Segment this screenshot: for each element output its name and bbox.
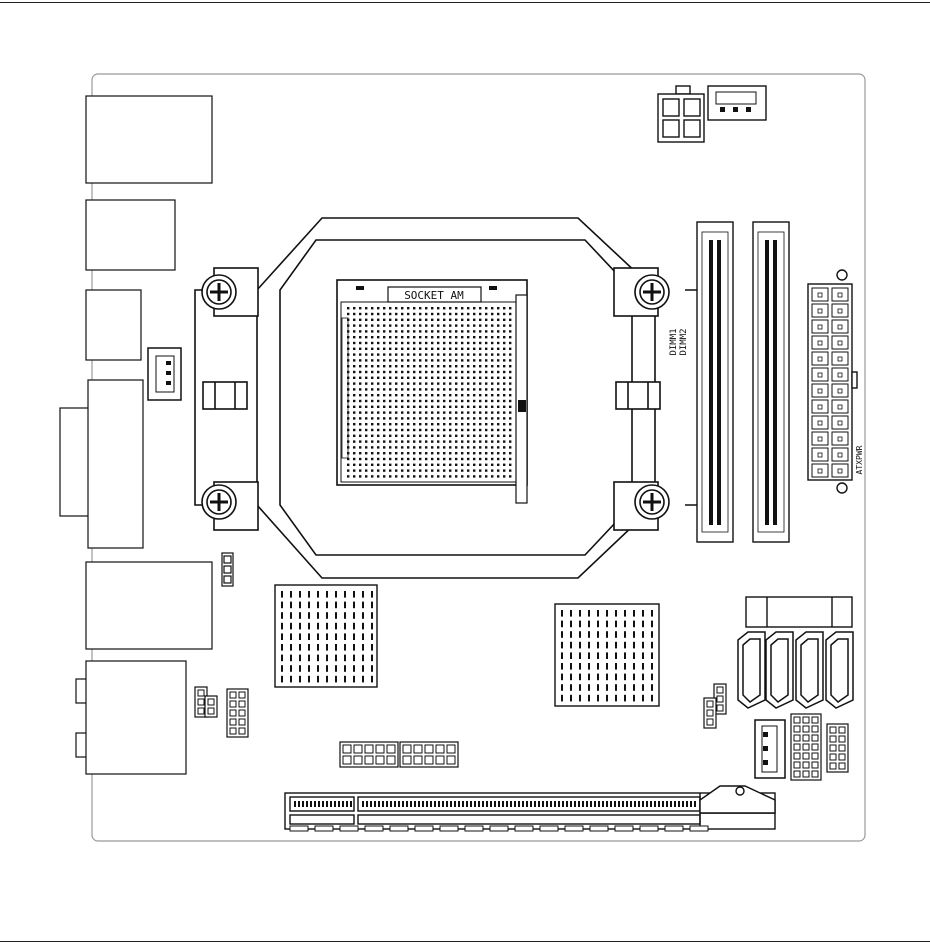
socket-label: SOCKET AM (404, 289, 464, 302)
io-port-lan-usb (86, 562, 212, 649)
io-port-top (86, 96, 212, 183)
dimm-slot-2 (753, 222, 789, 542)
jumper-io (222, 553, 233, 586)
dimm-slot-1 (697, 222, 733, 542)
io-port-vga (88, 380, 143, 548)
socket-corner-mark-right (489, 286, 497, 290)
io-port-usb (86, 200, 175, 270)
io-port-vga-flange (60, 408, 90, 516)
sata-ports (738, 632, 853, 708)
atx-power-label: ATXPWR (855, 445, 864, 474)
cpu-fan-header (708, 86, 766, 120)
rear-io-panel (60, 96, 212, 774)
io-port-small (86, 290, 141, 360)
fan-header-left (148, 348, 181, 400)
fan-header-bottom (755, 720, 785, 778)
dimm2-label: DIMM2 (679, 328, 689, 355)
io-port-audio (86, 661, 186, 774)
dimm1-label: DIMM1 (669, 328, 679, 355)
socket-corner-mark-left (356, 286, 364, 290)
sata-cage (746, 597, 852, 627)
cpu-power-connector (658, 86, 704, 142)
pcie-slot (285, 786, 775, 829)
